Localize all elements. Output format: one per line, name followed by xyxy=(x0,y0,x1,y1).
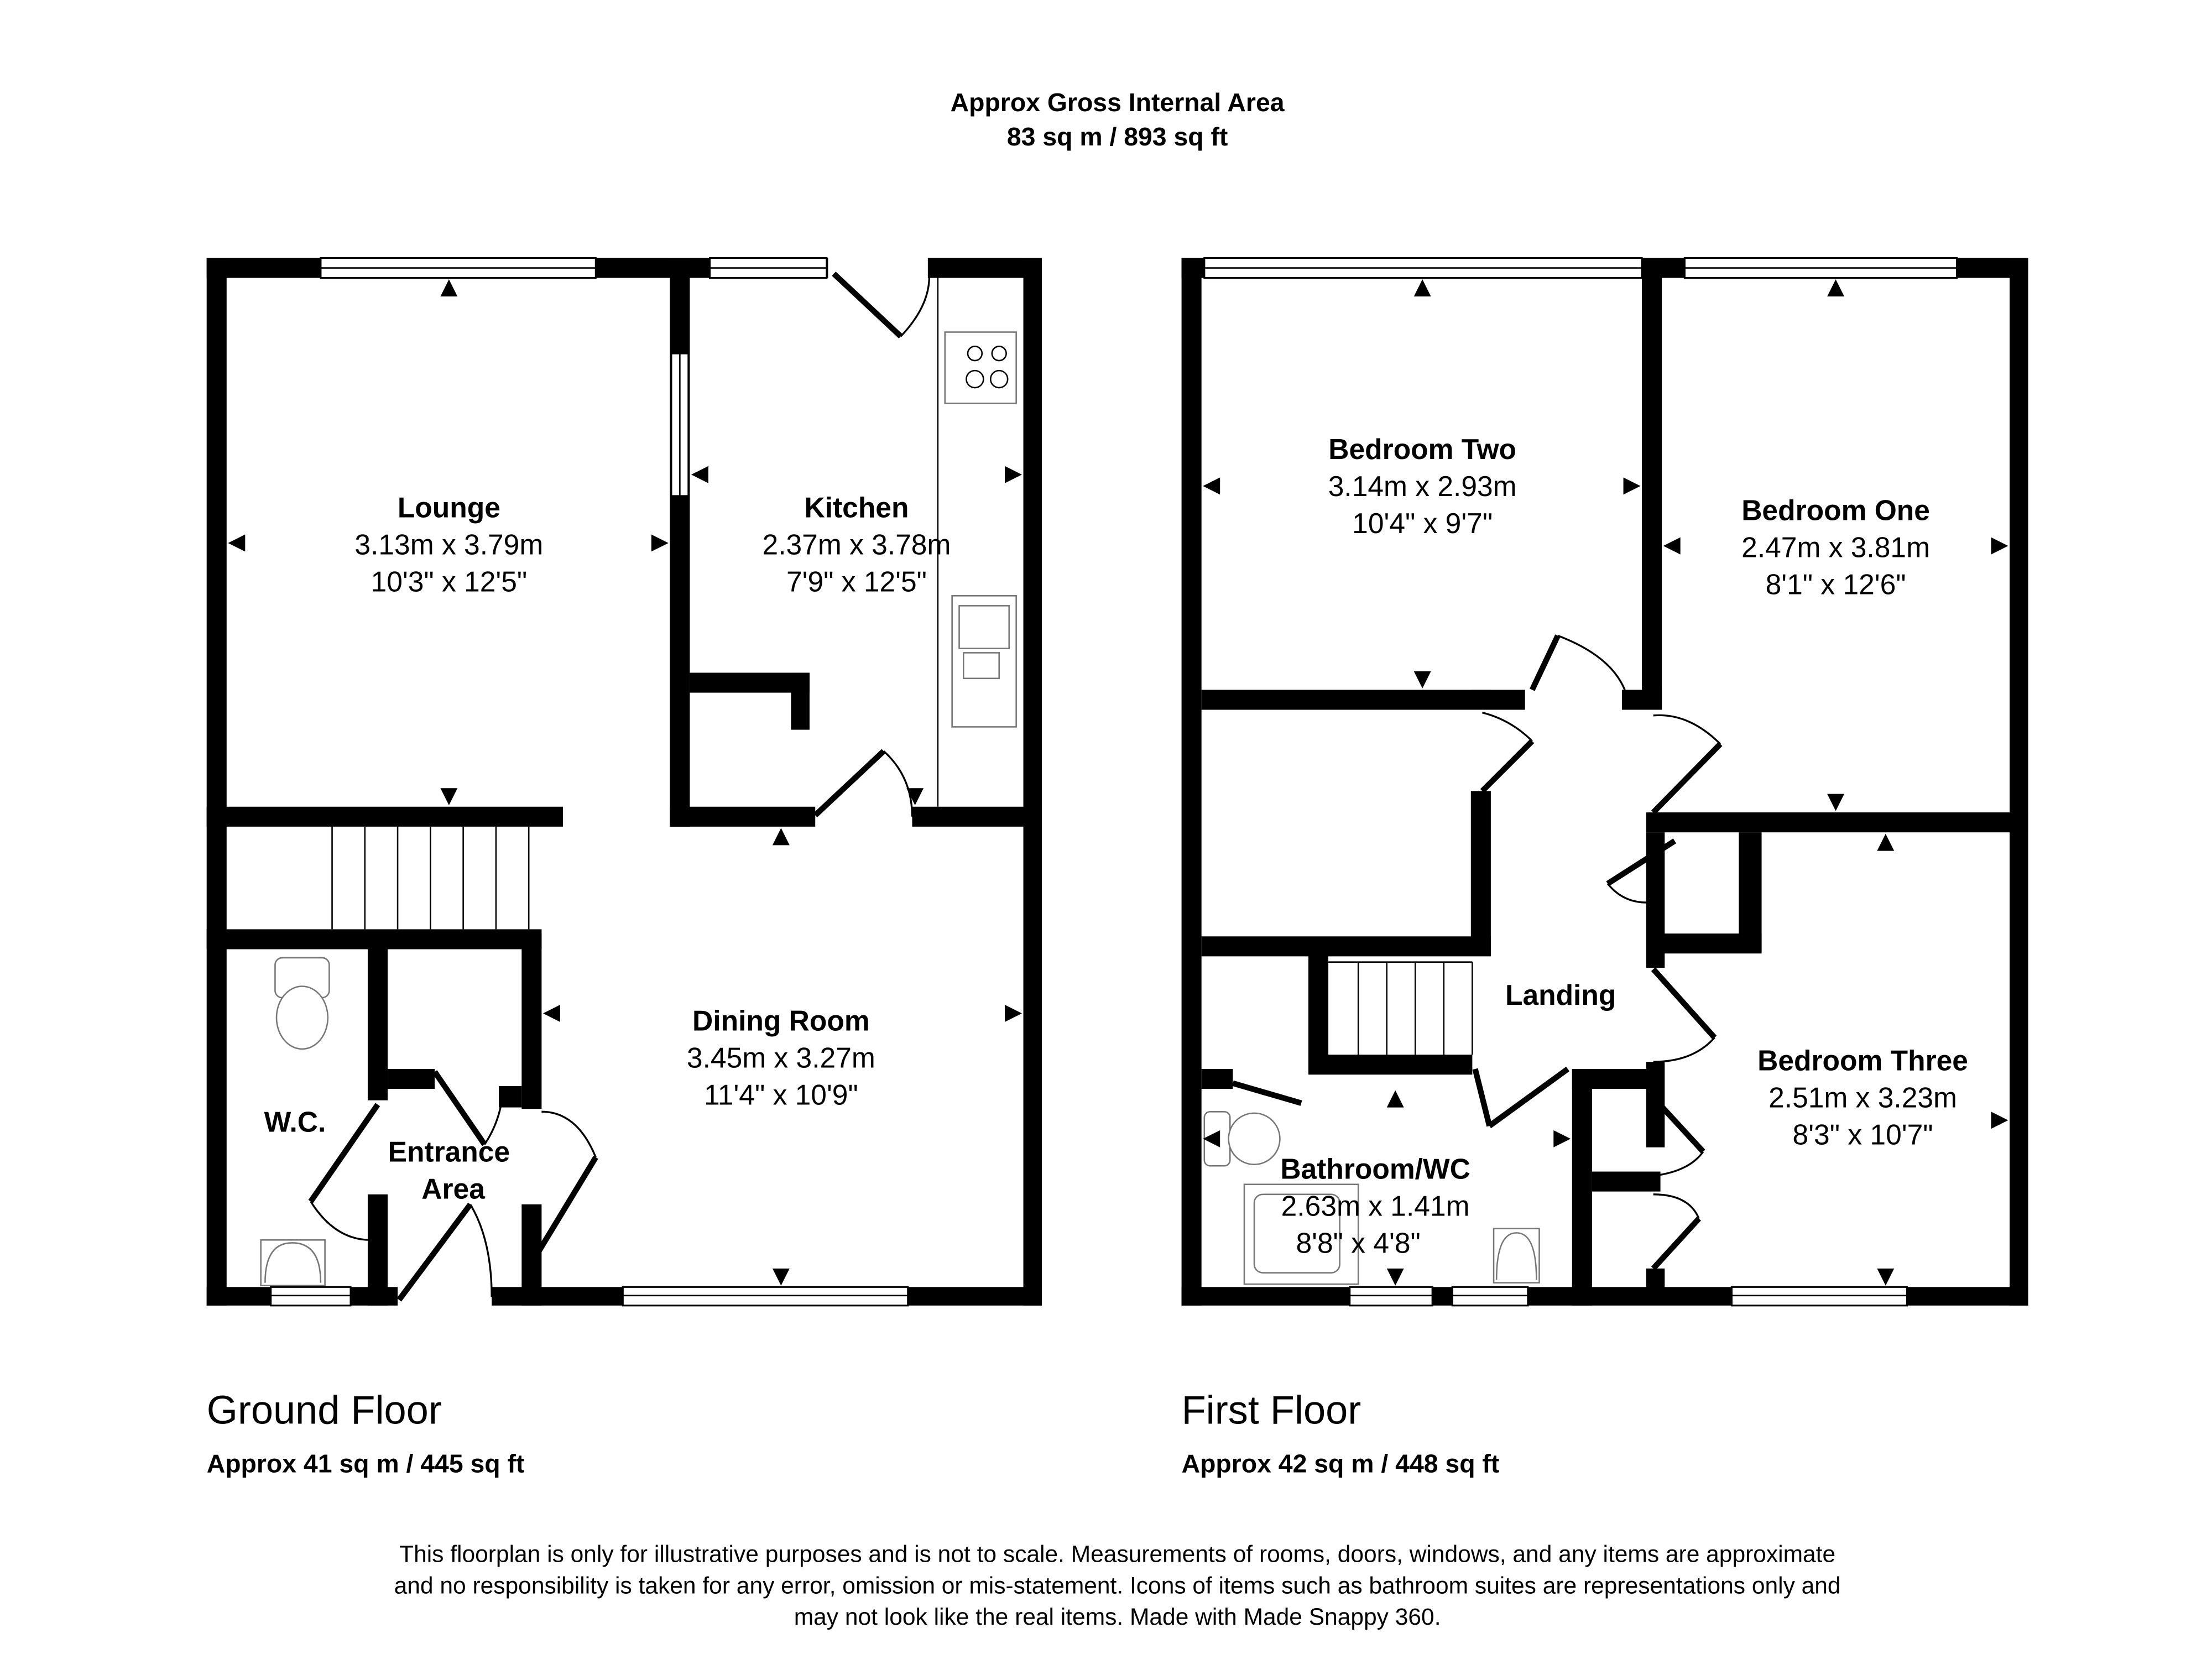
kitchen-back-door xyxy=(832,272,903,339)
bathroom-window-2 xyxy=(1451,1286,1529,1307)
disclaimer-line-1: This floorplan is only for illustrative … xyxy=(399,1542,1835,1568)
disclaimer-line-2: and no responsibility is taken for any e… xyxy=(394,1573,1841,1599)
room-imperial-bedroom-two: 10'4" x 9'7" xyxy=(1352,507,1493,539)
wc-window xyxy=(270,1286,352,1307)
room-imperial-bedroom-one: 8'1" x 12'6" xyxy=(1766,568,1906,601)
room-name-lounge: Lounge xyxy=(398,492,500,524)
header-area: 83 sq m / 893 sq ft xyxy=(1007,122,1228,151)
disclaimer-line-3: may not look like the real items. Made w… xyxy=(794,1604,1441,1630)
room-imperial-kitchen: 7'9" x 12'5" xyxy=(786,566,927,598)
room-metric-dining: 3.45m x 3.27m xyxy=(687,1041,875,1073)
room-name-bathroom: Bathroom/WC xyxy=(1280,1152,1470,1185)
dimension-arrows xyxy=(228,279,1022,1286)
hob-icon xyxy=(944,331,1017,404)
dimension-arrows-upper xyxy=(1203,279,2008,1286)
room-metric-bedroom-two: 3.14m x 2.93m xyxy=(1328,470,1517,502)
toilet-icon xyxy=(274,957,330,1050)
room-metric-kitchen: 2.37m x 3.78m xyxy=(763,529,951,561)
room-name-bedroom-one: Bedroom One xyxy=(1741,494,1930,526)
room-metric-bedroom-one: 2.47m x 3.81m xyxy=(1741,531,1930,564)
bedroom-three-window xyxy=(1730,1286,1908,1307)
room-name-wc: W.C. xyxy=(264,1105,326,1138)
room-name-landing: Landing xyxy=(1505,979,1616,1011)
kitchen-door xyxy=(813,749,886,817)
first-floor-plan: Bedroom Two 3.14m x 2.93m 10'4" x 9'7" B… xyxy=(1181,257,2028,1307)
room-name-bedroom-three: Bedroom Three xyxy=(1757,1045,1968,1077)
room-name-bedroom-two: Bedroom Two xyxy=(1328,433,1516,465)
bath-icon xyxy=(1243,1183,1359,1285)
room-imperial-dining: 11'4" x 10'9" xyxy=(704,1078,858,1110)
staircase xyxy=(331,826,530,930)
basin-icon-upper xyxy=(1493,1228,1540,1284)
ground-floor-title: Ground Floor xyxy=(207,1389,442,1433)
ground-floor-plan: Lounge 3.13m x 3.79m 10'3" x 12'5" Kitch… xyxy=(206,256,1042,1308)
ground-floor-area: Approx 41 sq m / 445 sq ft xyxy=(207,1449,525,1478)
room-metric-bedroom-three: 2.51m x 3.23m xyxy=(1768,1082,1957,1114)
basin-icon xyxy=(260,1239,326,1287)
room-imperial-lounge: 10'3" x 12'5" xyxy=(371,566,528,598)
dining-window xyxy=(622,1286,909,1307)
room-name-entrance-2: Area xyxy=(421,1173,485,1205)
room-imperial-bathroom: 8'8" x 4'8" xyxy=(1296,1227,1421,1259)
room-name-kitchen: Kitchen xyxy=(804,492,909,524)
first-floor-area: Approx 42 sq m / 448 sq ft xyxy=(1182,1449,1500,1478)
front-door xyxy=(397,1202,473,1302)
header-title: Approx Gross Internal Area xyxy=(951,88,1285,117)
first-floor-title: First Floor xyxy=(1182,1389,1361,1433)
room-metric-bathroom: 2.63m x 1.41m xyxy=(1281,1190,1470,1222)
bathroom-window-1 xyxy=(1349,1286,1433,1307)
room-metric-lounge: 3.13m x 3.79m xyxy=(354,529,543,561)
wc-door xyxy=(308,1103,380,1203)
room-name-dining: Dining Room xyxy=(692,1004,870,1036)
staircase-upper xyxy=(1328,961,1473,1055)
room-name-entrance: Entrance xyxy=(388,1136,510,1168)
room-imperial-bedroom-three: 8'3" x 10'7" xyxy=(1793,1119,1933,1151)
